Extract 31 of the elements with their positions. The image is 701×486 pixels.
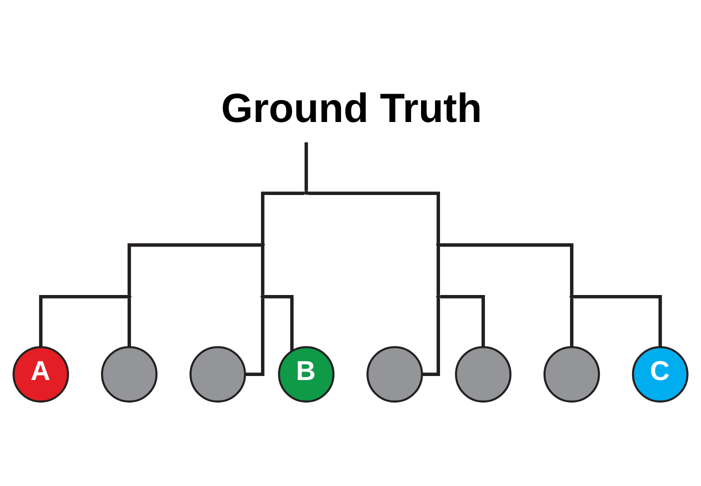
connector xyxy=(570,298,574,346)
node-point xyxy=(260,294,265,298)
connector xyxy=(440,294,485,346)
connector xyxy=(264,294,294,351)
node-circle: C xyxy=(632,346,688,402)
node-point xyxy=(260,242,265,246)
node-point xyxy=(570,294,574,298)
node-circle xyxy=(101,346,158,402)
node-point xyxy=(304,190,308,194)
node-circle xyxy=(454,346,512,402)
node-point xyxy=(127,294,132,298)
node-circle: A xyxy=(12,346,70,402)
connector xyxy=(39,294,128,346)
node-point xyxy=(436,242,440,246)
diagram-title: Ground Truth xyxy=(221,84,482,131)
connector xyxy=(440,242,574,294)
node-point xyxy=(436,294,440,298)
connector xyxy=(304,142,308,190)
node-circle xyxy=(543,346,600,402)
node-circle xyxy=(190,346,246,402)
connector xyxy=(573,294,662,346)
connector xyxy=(245,298,264,376)
node-circle xyxy=(366,346,423,402)
connector xyxy=(308,191,440,242)
connector xyxy=(422,298,440,376)
connector xyxy=(128,298,131,346)
connector xyxy=(260,246,264,294)
connector xyxy=(260,191,304,242)
connector xyxy=(128,242,262,294)
node-circle: B xyxy=(278,346,334,402)
connector xyxy=(436,246,440,294)
